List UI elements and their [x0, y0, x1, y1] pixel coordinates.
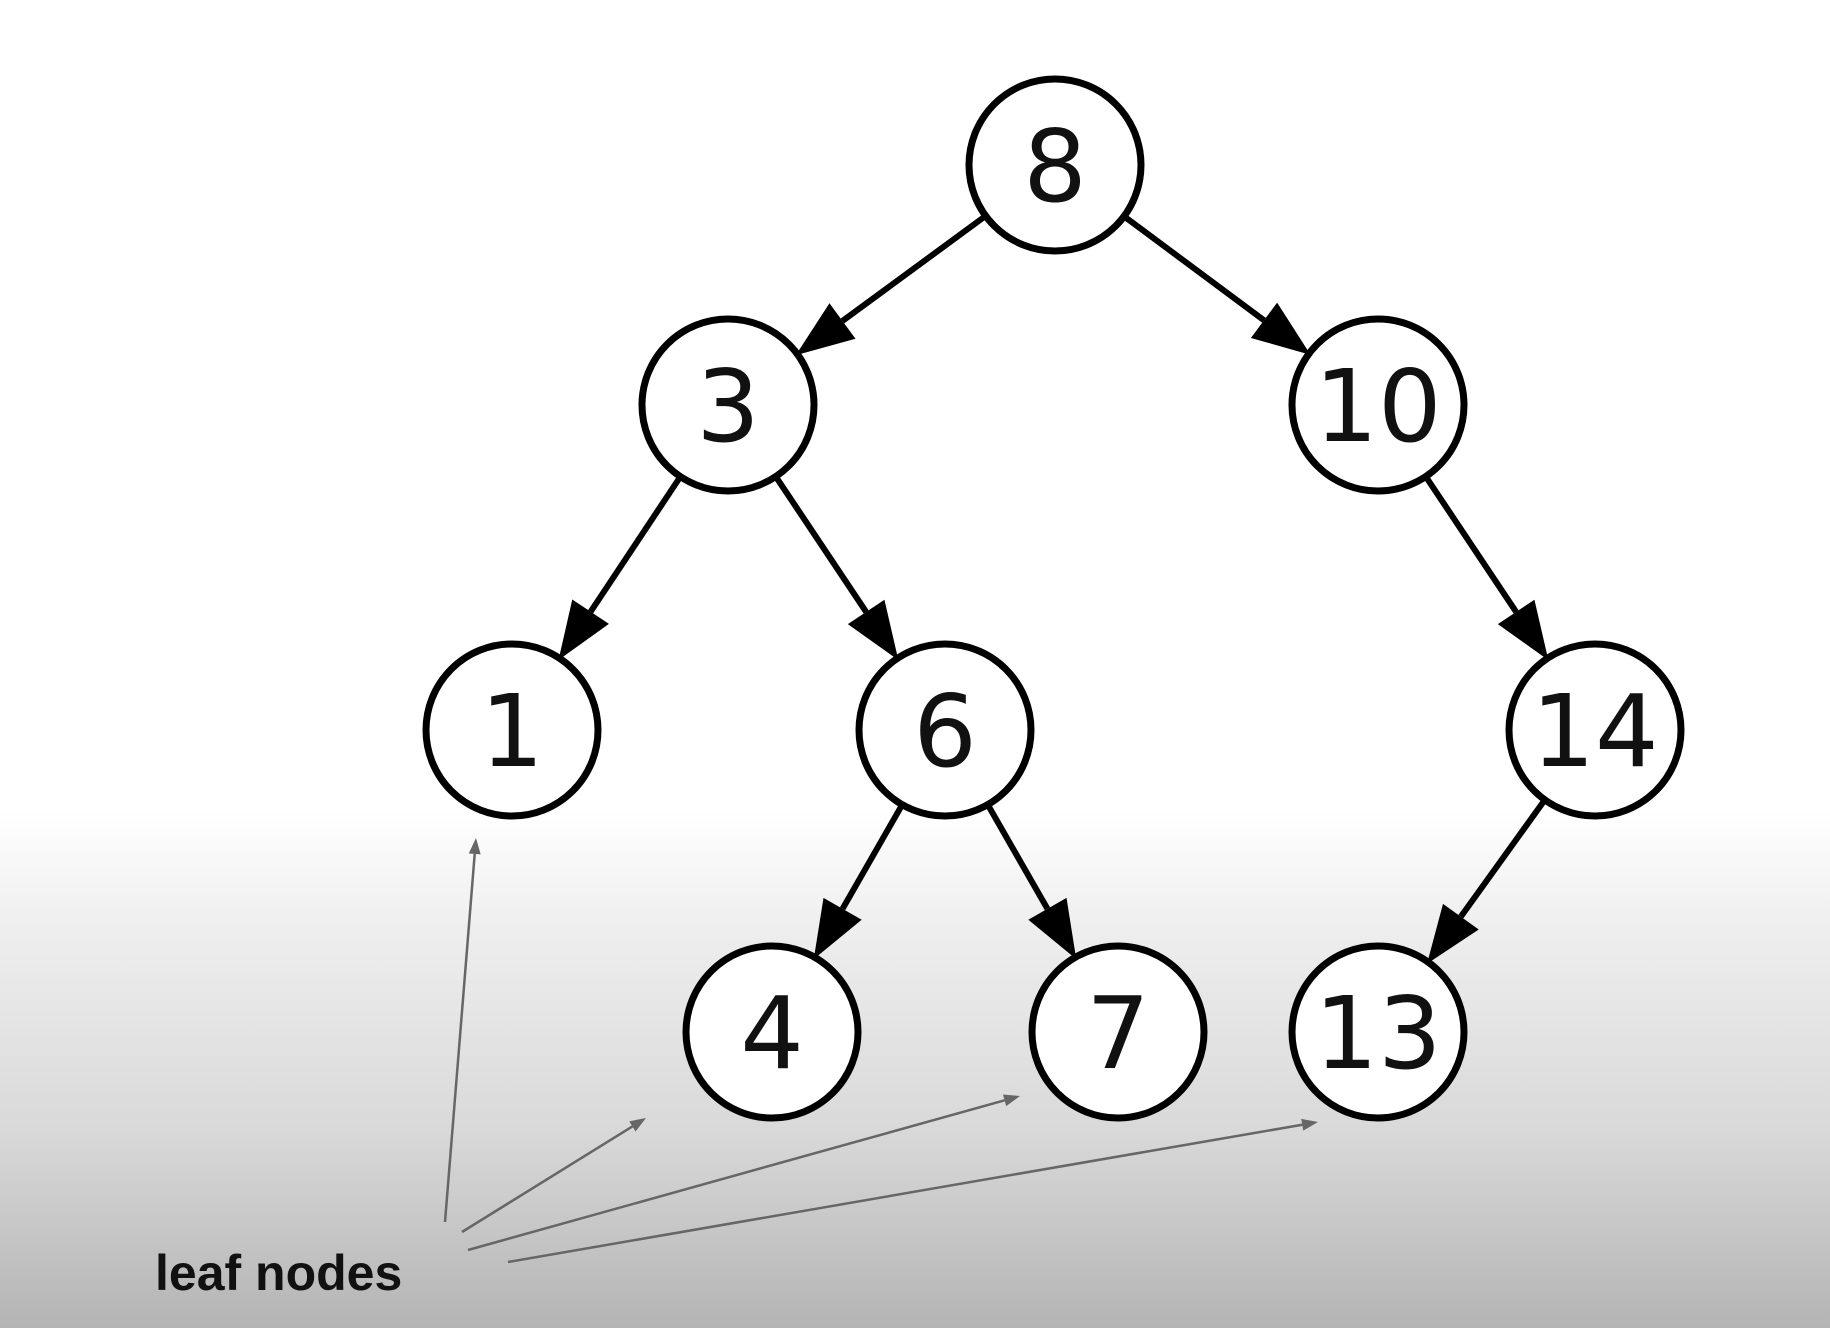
leaf-pointer-arrows	[443, 838, 1318, 1264]
tree-node-6: 6	[855, 640, 1035, 820]
tree-node-7: 7	[1028, 942, 1208, 1122]
edge-8-to-10	[1122, 213, 1266, 323]
node-circle	[682, 942, 862, 1122]
pointer-arrowhead	[468, 838, 481, 855]
node-circle	[1288, 315, 1468, 495]
pointer-arrowhead	[1002, 1094, 1020, 1107]
tree-node-10: 10	[1288, 315, 1468, 495]
node-value: 13	[1314, 975, 1441, 1092]
edge-3-to-1	[588, 474, 683, 614]
node-circle	[1028, 942, 1208, 1122]
node-circle	[1288, 942, 1468, 1122]
leaf-pointer-7	[467, 1099, 1005, 1252]
leaf-nodes-label: leaf nodes	[155, 1245, 402, 1301]
arrowhead	[1250, 302, 1311, 355]
node-circle	[855, 640, 1035, 820]
leaf-pointer-13	[507, 1123, 1303, 1264]
node-value: 14	[1531, 673, 1658, 790]
node-value: 6	[913, 673, 977, 790]
node-circle	[1505, 640, 1685, 820]
edge-10-to-14	[1423, 474, 1519, 614]
node-value: 7	[1086, 975, 1150, 1092]
tree-node-4: 4	[682, 942, 862, 1122]
leaf-pointer-1	[443, 853, 476, 1223]
node-value: 8	[1023, 108, 1087, 225]
edge-6-to-7	[985, 803, 1051, 911]
node-circle	[422, 640, 602, 820]
edge-8-to-3	[840, 213, 988, 324]
arrowhead	[795, 303, 856, 356]
pointer-arrowhead	[1301, 1118, 1318, 1131]
edge-3-to-6	[773, 474, 869, 614]
tree-node-8: 8	[965, 75, 1145, 255]
tree-node-3: 3	[638, 315, 818, 495]
node-value: 3	[696, 348, 760, 465]
pointer-arrowhead	[629, 1118, 646, 1132]
arrowhead	[813, 897, 862, 960]
tree-node-1: 1	[422, 640, 602, 820]
arrowhead	[847, 599, 899, 661]
edge-14-to-13	[1458, 798, 1548, 919]
node-value: 10	[1314, 348, 1441, 465]
node-circle	[965, 75, 1145, 255]
edge-6-to-4	[839, 803, 905, 911]
tree-node-13: 13	[1288, 942, 1468, 1122]
tree-nodes: 8 3 10 1 6 14 4 7 13	[422, 75, 1685, 1122]
node-value: 4	[740, 975, 804, 1092]
tree-edges	[558, 213, 1549, 964]
node-circle	[638, 315, 818, 495]
arrowhead	[1497, 599, 1549, 661]
leaf-pointer-4	[461, 1125, 634, 1234]
arrowhead	[1028, 897, 1077, 960]
arrowhead	[558, 599, 609, 661]
node-value: 1	[480, 673, 544, 790]
arrowhead	[1427, 903, 1479, 964]
tree-node-14: 14	[1505, 640, 1685, 820]
